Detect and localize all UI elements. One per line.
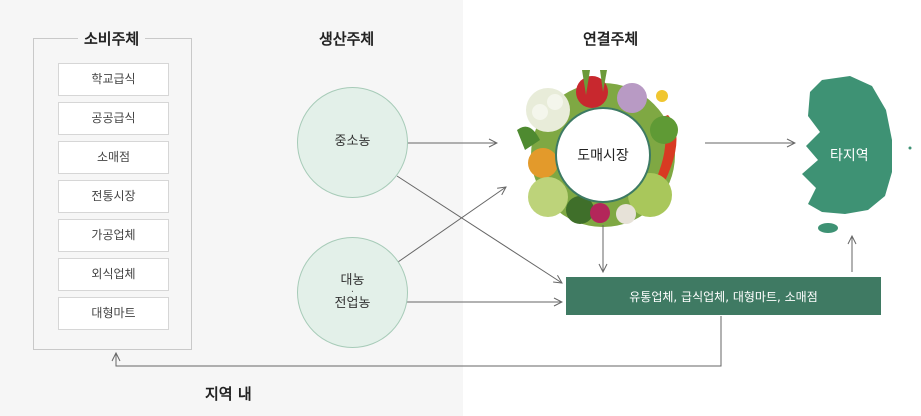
- other-region-label: 타지역: [830, 148, 869, 164]
- consumer-item: 가공업체: [58, 219, 169, 252]
- distribution-box: 유통업체, 급식업체, 대형마트, 소매점: [566, 277, 881, 315]
- consumer-item: 대형마트: [58, 297, 169, 330]
- producer-small-farm: 중소농: [297, 87, 408, 198]
- consumer-item: 학교급식: [58, 63, 169, 96]
- consumer-list: 학교급식 공공급식 소매점 전통시장 가공업체 외식업체 대형마트: [58, 63, 169, 336]
- producer-large-separator: ·: [350, 286, 355, 298]
- consumer-item: 전통시장: [58, 180, 169, 213]
- consumer-item: 공공급식: [58, 102, 169, 135]
- korea-map-illustration: [802, 76, 912, 233]
- producer-large-label-1: 대농: [340, 272, 365, 288]
- wholesale-market-node: 도매시장: [555, 107, 651, 203]
- producer-large-label-2: 전업농: [334, 295, 371, 311]
- connector-heading: 연결주체: [583, 30, 639, 48]
- consumer-item: 외식업체: [58, 258, 169, 291]
- producer-heading: 생산주체: [319, 30, 375, 48]
- wholesale-market-label: 도매시장: [577, 148, 629, 164]
- consumer-heading: 소비주체: [78, 28, 146, 49]
- producer-small-label: 중소농: [334, 134, 371, 150]
- local-region-label: 지역 내: [205, 385, 252, 403]
- producer-large-farm: 대농 · 전업농: [297, 237, 408, 348]
- distribution-label: 유통업체, 급식업체, 대형마트, 소매점: [629, 289, 818, 304]
- consumer-item: 소매점: [58, 141, 169, 174]
